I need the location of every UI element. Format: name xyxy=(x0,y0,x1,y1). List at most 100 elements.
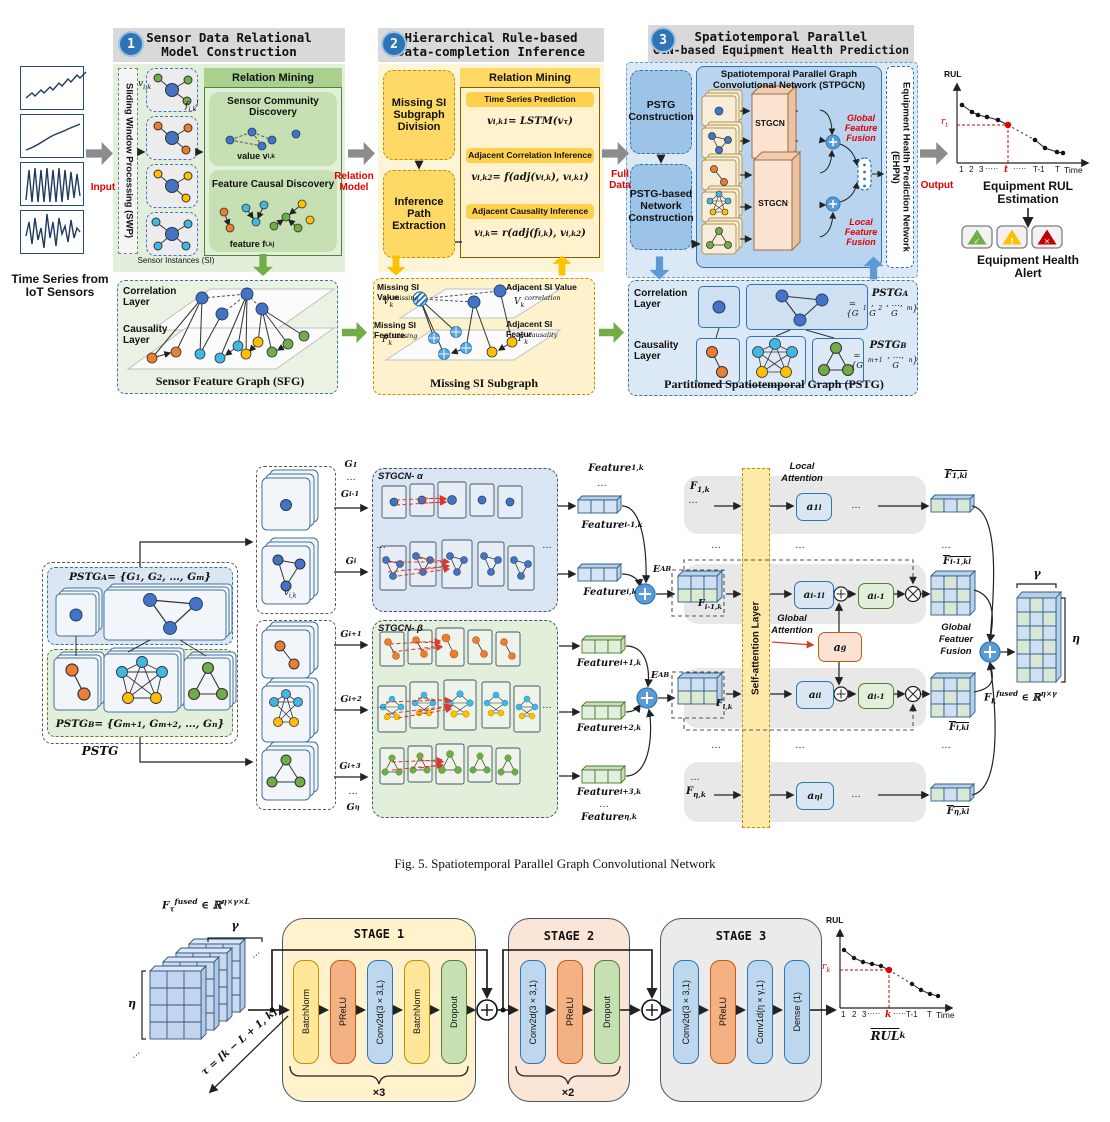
row1-mid-dots: … xyxy=(851,500,861,512)
rul-tick-2: 2 xyxy=(969,165,974,174)
sfg-to-missing-arrow xyxy=(342,322,367,343)
community-title: Sensor Community Discovery xyxy=(227,95,319,118)
global-featuer-fusion-2: Featuer xyxy=(938,633,974,645)
bottom-eta-label: η xyxy=(128,997,136,1011)
adjacent-feature-label: Adjacent SI Featur xyxy=(506,319,553,339)
timeseries-box-3 xyxy=(20,162,84,206)
pill-prelu-2: PReLU xyxy=(557,960,583,1064)
stage1-title-line2: Model Construction xyxy=(161,44,297,59)
cube-dots-top: … xyxy=(247,946,263,962)
stage3-bottom-title: STAGE 3 xyxy=(715,928,767,943)
missing-feature-var: Fkmissing xyxy=(382,332,418,347)
rul-k-hat-sup: k xyxy=(899,1030,906,1041)
pill-dropout-1: Dropout xyxy=(441,960,467,1064)
stage1-title-line1: Sensor Data Relational xyxy=(146,30,312,45)
global-attention-line2: Attention xyxy=(771,624,813,636)
global-fusion-label: Global Feature Fusion xyxy=(844,112,878,144)
stage2-bottom-title: STAGE 2 xyxy=(543,928,595,943)
bottom-gamma-label: γ xyxy=(231,919,239,933)
rule1-strip xyxy=(466,92,594,107)
brul-tick-dots-1: ····· xyxy=(867,1009,881,1018)
si-card-2 xyxy=(146,116,198,160)
missing-value-label: Missing SI Value xyxy=(377,282,420,302)
brul-tick-2: 2 xyxy=(852,1010,857,1019)
svg-text:✕: ✕ xyxy=(1044,237,1050,246)
relation-mining2-title: Relation Mining xyxy=(489,71,571,84)
stage3-title: Spatiotemporal Parallel GCN-based Equipm… xyxy=(648,25,914,62)
feature-dots-1: … xyxy=(597,478,607,490)
times3-label: ×3 xyxy=(372,1086,386,1099)
stage2-title-line1: Hierarchical Rule-based xyxy=(404,30,578,45)
svg-text:✓: ✓ xyxy=(974,237,981,246)
pill-conv1d: Conv1d(η×γ,1) xyxy=(747,960,773,1064)
rul-k-hat-base: RUL xyxy=(870,1028,900,1043)
pstg-construction-box xyxy=(630,70,692,154)
si-caption: Sensor Instances (SI) xyxy=(137,256,215,266)
fig5-caption: Fig. 5. Spatiotemporal Parallel Graph Co… xyxy=(394,856,716,872)
stage3-number: 3 xyxy=(650,27,676,53)
rule1-name: Time Series Prediction xyxy=(484,93,576,104)
stage2-title-line2: Data-completion Inference xyxy=(396,44,586,59)
ehpn-label: Equipment Health Prediction Network (EHP… xyxy=(890,82,912,252)
stage2-header xyxy=(378,28,604,62)
stgcn-alpha-dots-right: … xyxy=(542,540,552,552)
pill-batchnorm-1: BatchNorm xyxy=(293,960,319,1064)
brul-tick-k: k xyxy=(885,1010,892,1020)
health-alert-caption: Equipment Health Alert xyxy=(976,252,1079,280)
extraction-box xyxy=(383,170,455,258)
stage3-header xyxy=(648,25,914,62)
fig5-gamma-label: γ xyxy=(1033,567,1041,581)
pill-batchnorm-2: BatchNorm xyxy=(404,960,430,1064)
stgcn-beta-dots-right: … xyxy=(542,700,552,712)
rul-tick-t: t xyxy=(1004,165,1009,175)
stgcn-alpha-dots-left: … xyxy=(376,540,386,552)
stage2-to-stage3-arrow xyxy=(602,142,629,165)
stpgcn-title: Spatiotemporal Parallel Graph Convolutio… xyxy=(698,69,880,93)
rule2-name: Adjacent Correlation Inference xyxy=(468,149,592,160)
stpgcn-title-line2: Convolutional Network (STPGCN) xyxy=(713,80,865,91)
relation-mining2-header xyxy=(460,68,600,88)
rul-x-label-bottom: Time xyxy=(936,1010,955,1020)
cube-dots-bottom: … xyxy=(127,1046,143,1062)
timeseries-box-4 xyxy=(20,210,84,254)
adjacent-value-label: Adjacent SI Value xyxy=(506,282,577,292)
rul-tick-dots-2: ····· xyxy=(1013,164,1027,173)
global-fusion-plus xyxy=(979,641,1001,663)
sfg-correlation-label: Correlation Layer xyxy=(123,286,177,309)
full-data-label: Full Data xyxy=(609,168,631,191)
rul-rk-label: rk xyxy=(822,962,831,974)
fig5-g-arrows xyxy=(334,503,369,782)
pill-prelu-1: PReLU xyxy=(330,960,356,1064)
adjacent-feature-var: Fkcausality xyxy=(518,331,558,346)
causal-title: Feature Causal Discovery xyxy=(211,179,335,191)
pstg-caption: Partitioned Spatiotemporal Graph (PSTG) xyxy=(664,376,884,391)
relation-model-label: Relation Model xyxy=(334,170,374,193)
sfg-causality-label: Causality Layer xyxy=(123,324,168,347)
network-construction-label: PSTG-based Network Construction xyxy=(628,188,694,224)
input-label: Input xyxy=(90,182,116,194)
sep-dots-1c: … xyxy=(941,540,951,552)
rul-tick-tm1: T-1 xyxy=(1033,165,1045,174)
fig5-stacks-box-1 xyxy=(256,466,336,614)
division-box xyxy=(383,70,455,160)
